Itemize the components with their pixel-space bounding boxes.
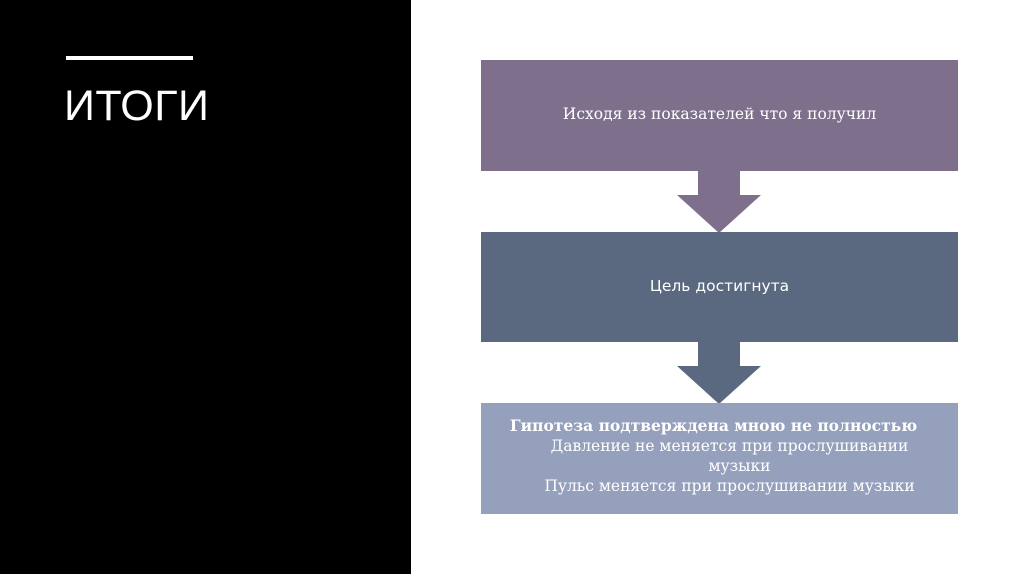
- down-arrow-shape: [677, 342, 761, 404]
- hypothesis-heading: Гипотеза подтверждена мною не полностью: [509, 416, 918, 435]
- hypothesis-line: музыки: [708, 457, 771, 475]
- hypothesis-line: Давление не меняется при прослушивании: [550, 437, 909, 455]
- down-arrow-icon: [677, 342, 761, 404]
- flow-step-2: Цель достигнута: [481, 232, 958, 342]
- flow-step-3: Гипотеза подтверждена мною не полностью …: [481, 403, 958, 514]
- flow-step-1: Исходя из показателей что я получил: [481, 60, 958, 171]
- flow-step-1-text: Исходя из показателей что я получил: [562, 104, 877, 123]
- slide-title: ИТОГИ: [64, 82, 210, 130]
- down-arrow-shape: [677, 171, 761, 233]
- hypothesis-line: Пульс меняется при прослушивании музыки: [544, 477, 915, 495]
- flow-step-2-text: Цель достигнута: [649, 277, 790, 295]
- title-panel: ИТОГИ: [0, 0, 411, 574]
- down-arrow-icon: [677, 171, 761, 233]
- title-rule: [66, 56, 193, 60]
